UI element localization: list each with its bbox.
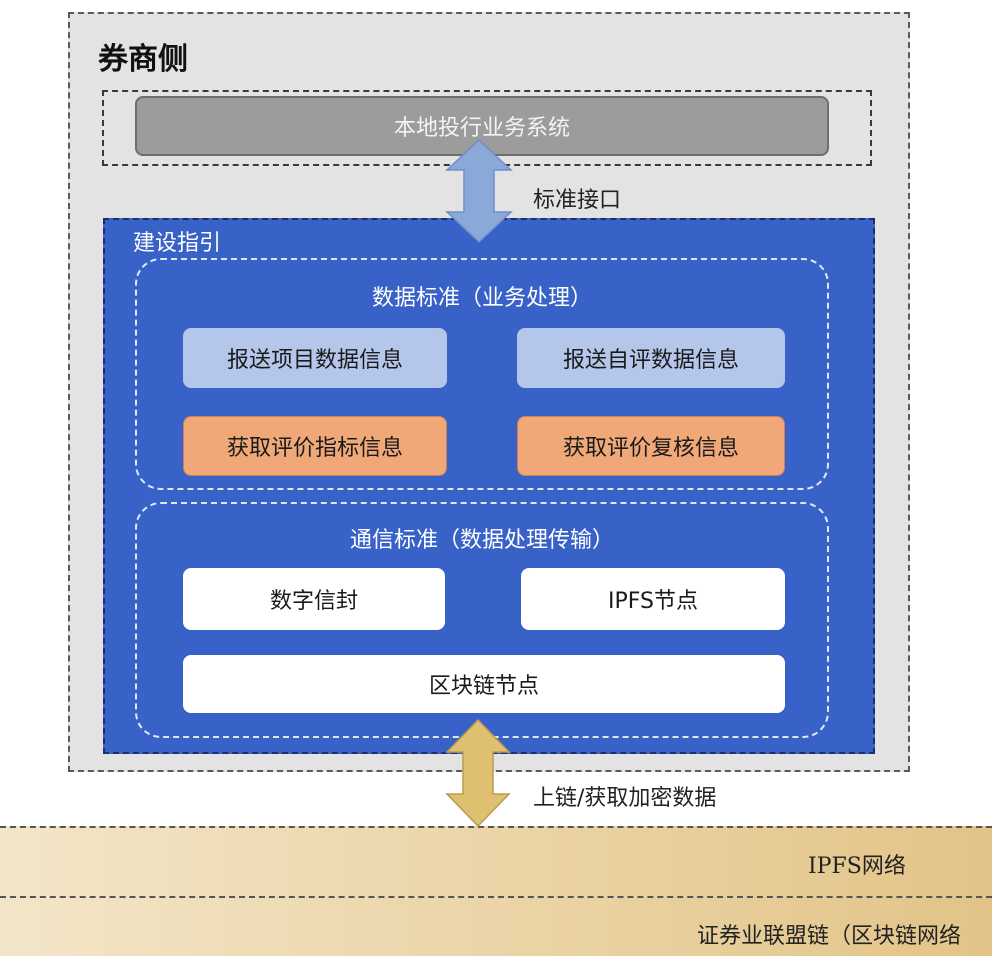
- report-project-data-box: 报送项目数据信息: [183, 328, 447, 388]
- blockchain-node-box: 区块链节点: [183, 655, 785, 713]
- chain-data-label: 上链/获取加密数据: [533, 786, 717, 811]
- ipfs-network-label: IPFS网络: [808, 854, 906, 879]
- data-standard-group: [135, 258, 829, 490]
- standard-interface-arrow-icon: [445, 138, 513, 244]
- broker-side-title: 券商侧: [98, 42, 188, 77]
- data-standard-title: 数据标准（业务处理）: [371, 286, 592, 311]
- get-eval-review-box: 获取评价复核信息: [517, 416, 785, 476]
- digital-envelope-box: 数字信封: [183, 568, 445, 630]
- comm-standard-title: 通信标准（数据处理传输）: [349, 528, 614, 553]
- get-eval-indicator-box: 获取评价指标信息: [183, 416, 447, 476]
- construction-guide-title: 建设指引: [133, 231, 222, 256]
- local-business-system-box: 本地投行业务系统: [135, 96, 829, 156]
- chain-data-arrow-icon: [445, 718, 511, 828]
- report-self-eval-data-box: 报送自评数据信息: [517, 328, 785, 388]
- ipfs-node-box: IPFS节点: [521, 568, 785, 630]
- standard-interface-label: 标准接口: [533, 188, 622, 213]
- consortium-chain-label: 证券业联盟链（区块链网络: [697, 924, 962, 949]
- ipfs-network-band: [0, 826, 992, 898]
- consortium-chain-band: [0, 898, 992, 956]
